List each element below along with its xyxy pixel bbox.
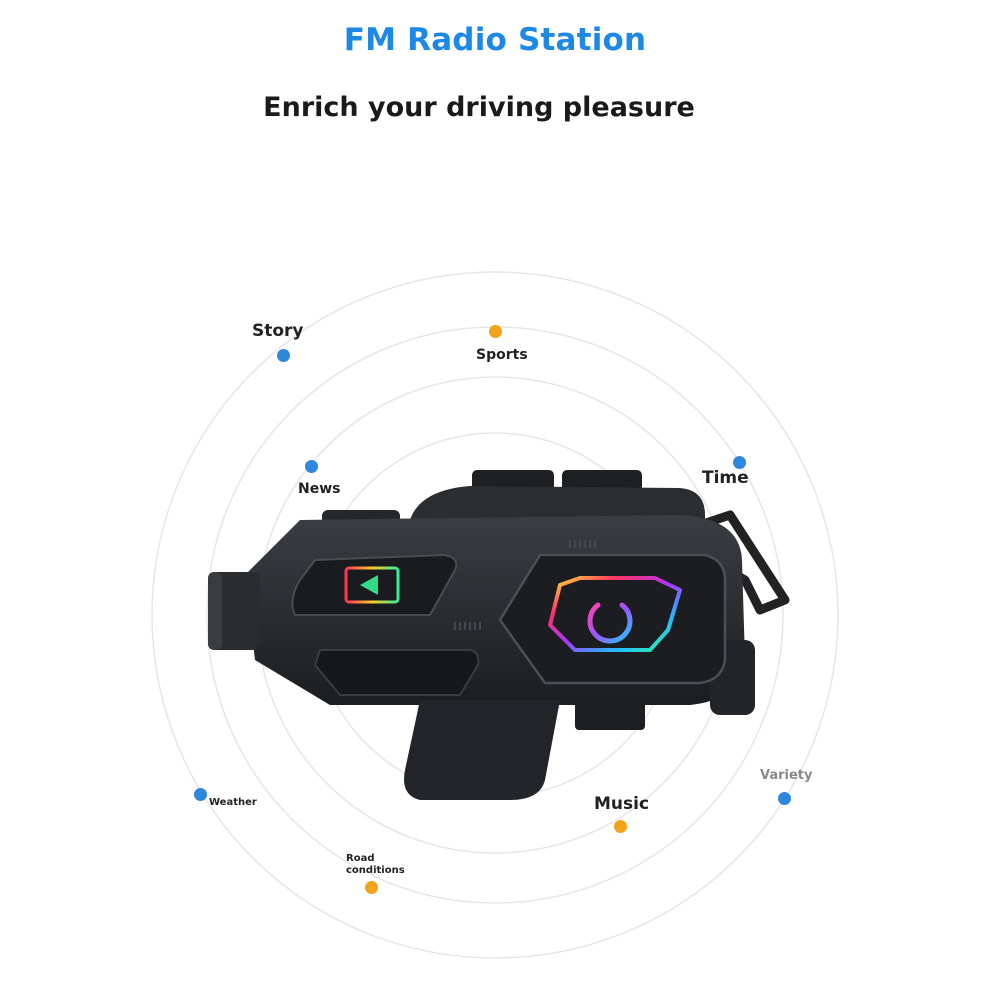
page-title: FM Radio Station xyxy=(343,22,647,58)
label-road-line2: conditions xyxy=(346,865,405,876)
label-time: Time xyxy=(702,468,749,488)
label-sports: Sports xyxy=(476,347,528,363)
label-road-conditions: Road conditions xyxy=(346,853,405,877)
variety-dot xyxy=(778,792,791,805)
label-news: News xyxy=(298,481,341,497)
label-weather: Weather xyxy=(209,797,257,808)
label-music: Music xyxy=(594,794,650,814)
page-subtitle: Enrich your driving pleasure xyxy=(263,92,695,123)
story-dot xyxy=(277,349,290,362)
label-variety: Variety xyxy=(760,768,813,783)
news-dot xyxy=(305,460,318,473)
weather-dot xyxy=(194,788,207,801)
label-road-line1: Road xyxy=(346,853,375,864)
bluetooth-intercom-device xyxy=(208,470,790,800)
road-conditions-dot xyxy=(365,881,378,894)
music-dot xyxy=(614,820,627,833)
time-dot xyxy=(733,456,746,469)
label-story: Story xyxy=(252,321,304,341)
sports-dot xyxy=(489,325,502,338)
